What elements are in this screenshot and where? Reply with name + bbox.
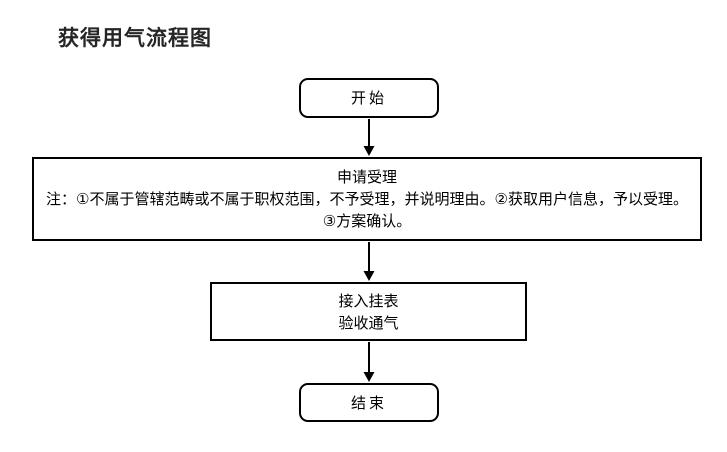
node-end-label: 结束 — [350, 393, 387, 412]
node-apply-note-line1: 注：①不属于管辖范畴或不属于职权范围，不予受理，并说明理由。②获取用户信息，予以… — [46, 190, 688, 208]
node-meter-line1: 接入挂表 — [338, 291, 399, 310]
flow-node-meter-installation: 接入挂表 验收通气 — [210, 282, 527, 341]
flow-node-start: 开始 — [299, 78, 439, 118]
down-arrow-icon — [363, 119, 375, 156]
page-title: 获得用气流程图 — [58, 25, 212, 50]
flow-node-apply-acceptance: 申请受理 注：①不属于管辖范畴或不属于职权范围，不予受理，并说明理由。②获取用户… — [32, 157, 702, 241]
flow-node-end: 结束 — [299, 383, 439, 422]
node-start-label: 开始 — [350, 89, 387, 107]
node-meter-line2: 验收通气 — [338, 313, 399, 332]
down-arrow-icon — [363, 342, 375, 382]
down-arrow-icon — [363, 242, 375, 281]
node-apply-title: 申请受理 — [336, 168, 397, 186]
node-apply-note-line2: ③方案确认。 — [322, 212, 412, 230]
